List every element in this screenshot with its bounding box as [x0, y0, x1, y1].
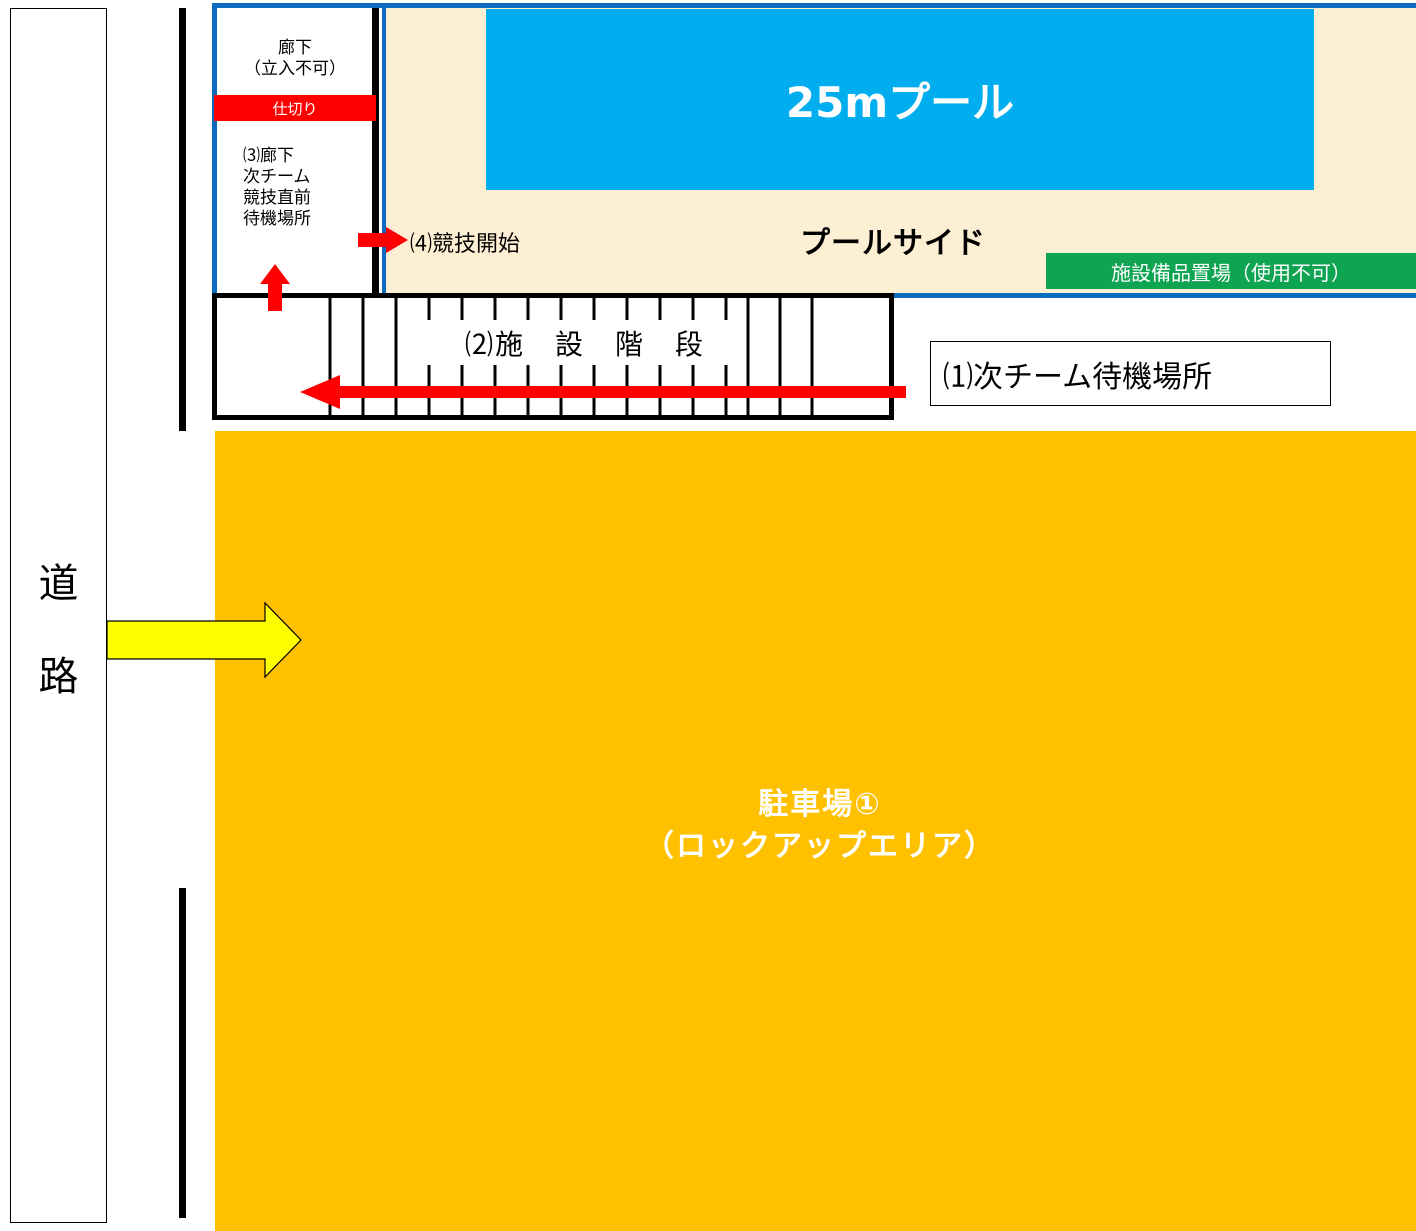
- parking-label-line1: 駐車場①: [758, 787, 882, 822]
- route-arrow-start: [358, 227, 408, 253]
- road-label-1: 道: [38, 561, 79, 607]
- pool: 25mプール: [486, 9, 1314, 190]
- wall-upper: [179, 8, 186, 431]
- partition: 仕切り: [214, 95, 376, 121]
- start-label: ⑷競技開始: [410, 232, 521, 257]
- parking-label: 駐車場① （ロックアップエリア）: [215, 784, 1416, 868]
- corridor-wait-line4: 待機場所: [243, 209, 311, 229]
- corridor-restricted-line1: 廊下: [278, 38, 312, 58]
- stairs-label: ⑵施 設 階 段: [425, 320, 745, 365]
- corridor-wait-label: ⑶廊下 次チーム 競技直前 待機場所: [243, 146, 311, 230]
- route-arrow-stairs: [300, 375, 906, 409]
- corridor-wait-line2: 次チーム: [243, 167, 311, 187]
- parking-area: [215, 431, 1416, 1231]
- parking-label-line2: （ロックアップエリア）: [644, 829, 996, 864]
- road-label-2: 路: [38, 654, 79, 700]
- route-arrow-up: [260, 264, 290, 311]
- corridor-wait-line3: 競技直前: [243, 188, 311, 208]
- corridor-wait-line1: ⑶廊下: [243, 146, 294, 166]
- entry-arrow: [106, 601, 302, 679]
- corridor-restricted-line2: （立入不可）: [244, 59, 346, 79]
- poolside-label: プールサイド: [800, 226, 986, 261]
- corridor: [212, 3, 382, 298]
- corridor-divider-wall: [372, 8, 379, 293]
- corridor-restricted-label: 廊下 （立入不可）: [220, 38, 370, 80]
- next-team-waiting-area: ⑴次チーム待機場所: [930, 341, 1331, 406]
- wall-lower: [179, 888, 186, 1218]
- road: 道 路: [10, 8, 107, 1223]
- storage-area: 施設備品置場（使用不可）: [1046, 253, 1416, 289]
